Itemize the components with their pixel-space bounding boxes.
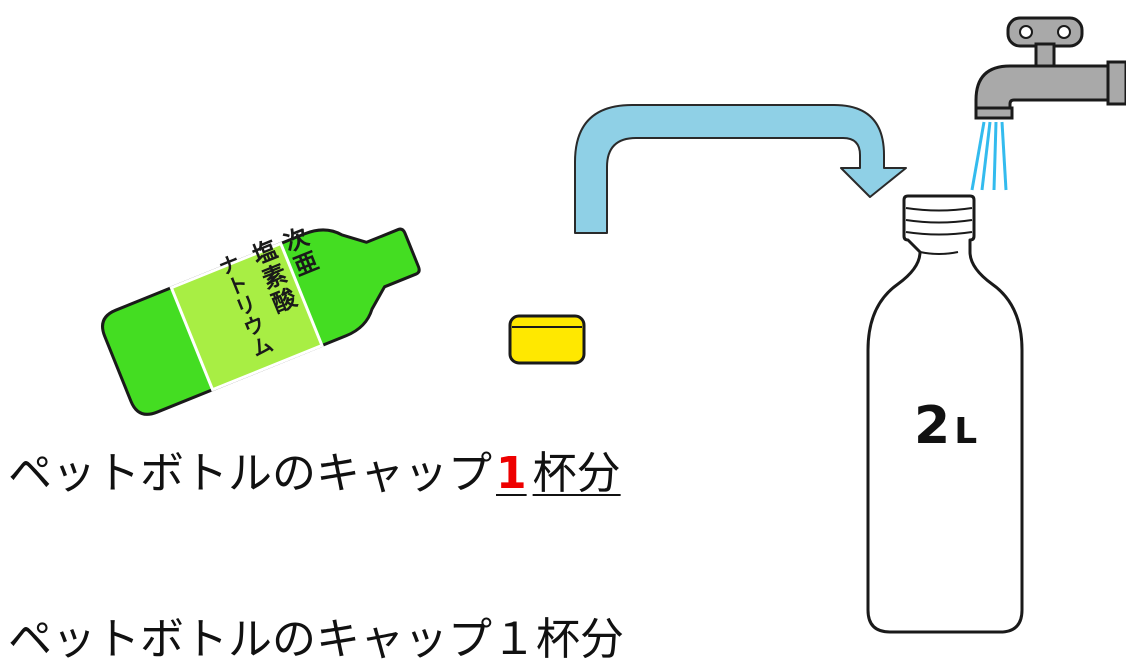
- curved-arrow: [574, 104, 907, 234]
- instruction-text-partial: ペットボトルのキャップ１杯分: [8, 614, 624, 665]
- diagram-graphics: 次亜: [101, 16, 1126, 634]
- faucet-icon: [974, 16, 1126, 120]
- instruction-prefix: ペットボトルのキャップ: [8, 448, 492, 499]
- water-bottle-icon: [866, 194, 1024, 634]
- bleach-bottle-icon: 次亜: [101, 227, 421, 416]
- diagram-canvas: 次亜: [8, 16, 1126, 662]
- instruction-number: 1: [496, 448, 527, 499]
- bottle-cap-icon: [508, 314, 586, 365]
- water-bottle-threads: [905, 207, 973, 255]
- bleach-bottle-label: [169, 241, 324, 392]
- bottle-volume-unit: L: [954, 411, 978, 452]
- bottle-volume-number: 2: [914, 396, 951, 456]
- instruction-suffix: 杯分: [532, 448, 621, 499]
- water-stream-icon: [970, 121, 1008, 191]
